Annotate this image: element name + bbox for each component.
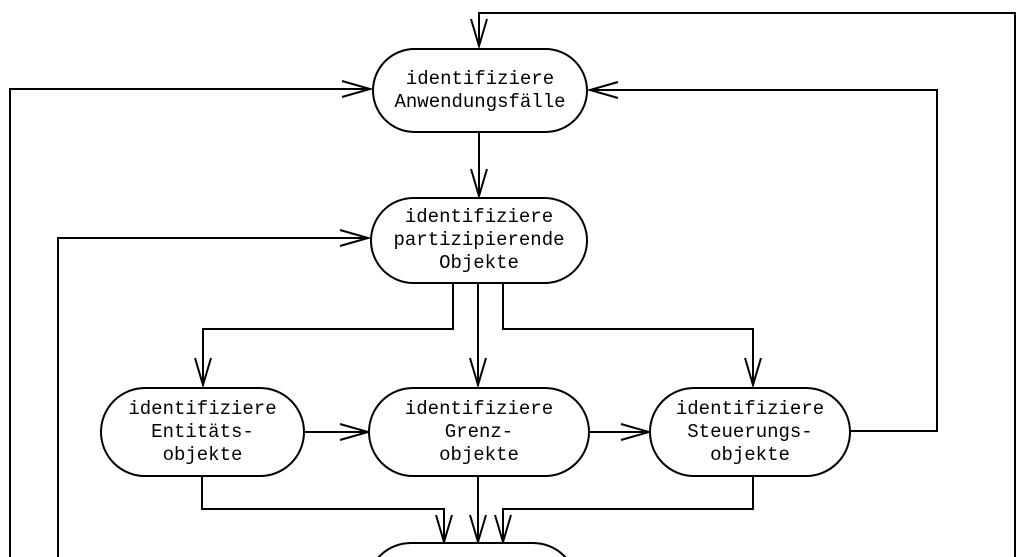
edge-partizipierende-to-grenz	[469, 284, 487, 389]
node-identifiziere-anwendungsfaelle: identifiziere Anwendungsfälle	[372, 48, 588, 133]
edge-entitaets-to-bottom-node	[201, 477, 453, 546]
edge-steuerungs-to-anwendungsfaelle	[586, 81, 938, 432]
edge-grenz-to-steuerungs	[590, 423, 653, 441]
node-label: identifiziere partizipierende Objekte	[393, 206, 565, 274]
node-identifiziere-partizipierende-objekte: identifiziere partizipierende Objekte	[370, 197, 588, 284]
edge-steuerungs-to-bottom-node	[494, 477, 754, 546]
edge-left-outer-loop-to-anwendungsfaelle	[9, 80, 374, 557]
edge-anwendungsfaelle-to-partizipierende	[470, 133, 488, 200]
node-identifiziere-grenzobjekte: identifiziere Grenz- objekte	[368, 387, 590, 477]
node-label: identifiziere Anwendungsfälle	[394, 67, 566, 113]
node-identifiziere-steuerungsobjekte: identifiziere Steuerungs- objekte	[649, 387, 851, 477]
edge-right-outer-loop-to-anwendungsfaelle	[470, 12, 1016, 557]
edge-partizipierende-to-entitaets	[194, 284, 454, 389]
node-identifiziere-entitaetsobjekte: identifiziere Entitäts- objekte	[100, 387, 305, 477]
edge-partizipierende-to-steuerungs	[502, 284, 762, 389]
edge-entitaets-to-grenz	[305, 423, 372, 441]
node-label: identifiziere Entitäts- objekte	[128, 397, 277, 466]
node-bottom-partially-cut-off	[366, 542, 578, 557]
node-label: identifiziere Steuerungs- objekte	[675, 397, 825, 466]
node-label: identifiziere Grenz- objekte	[404, 397, 554, 466]
edge-left-inner-loop-to-partizipierende	[57, 229, 372, 557]
edge-grenz-to-bottom-node	[469, 477, 487, 546]
